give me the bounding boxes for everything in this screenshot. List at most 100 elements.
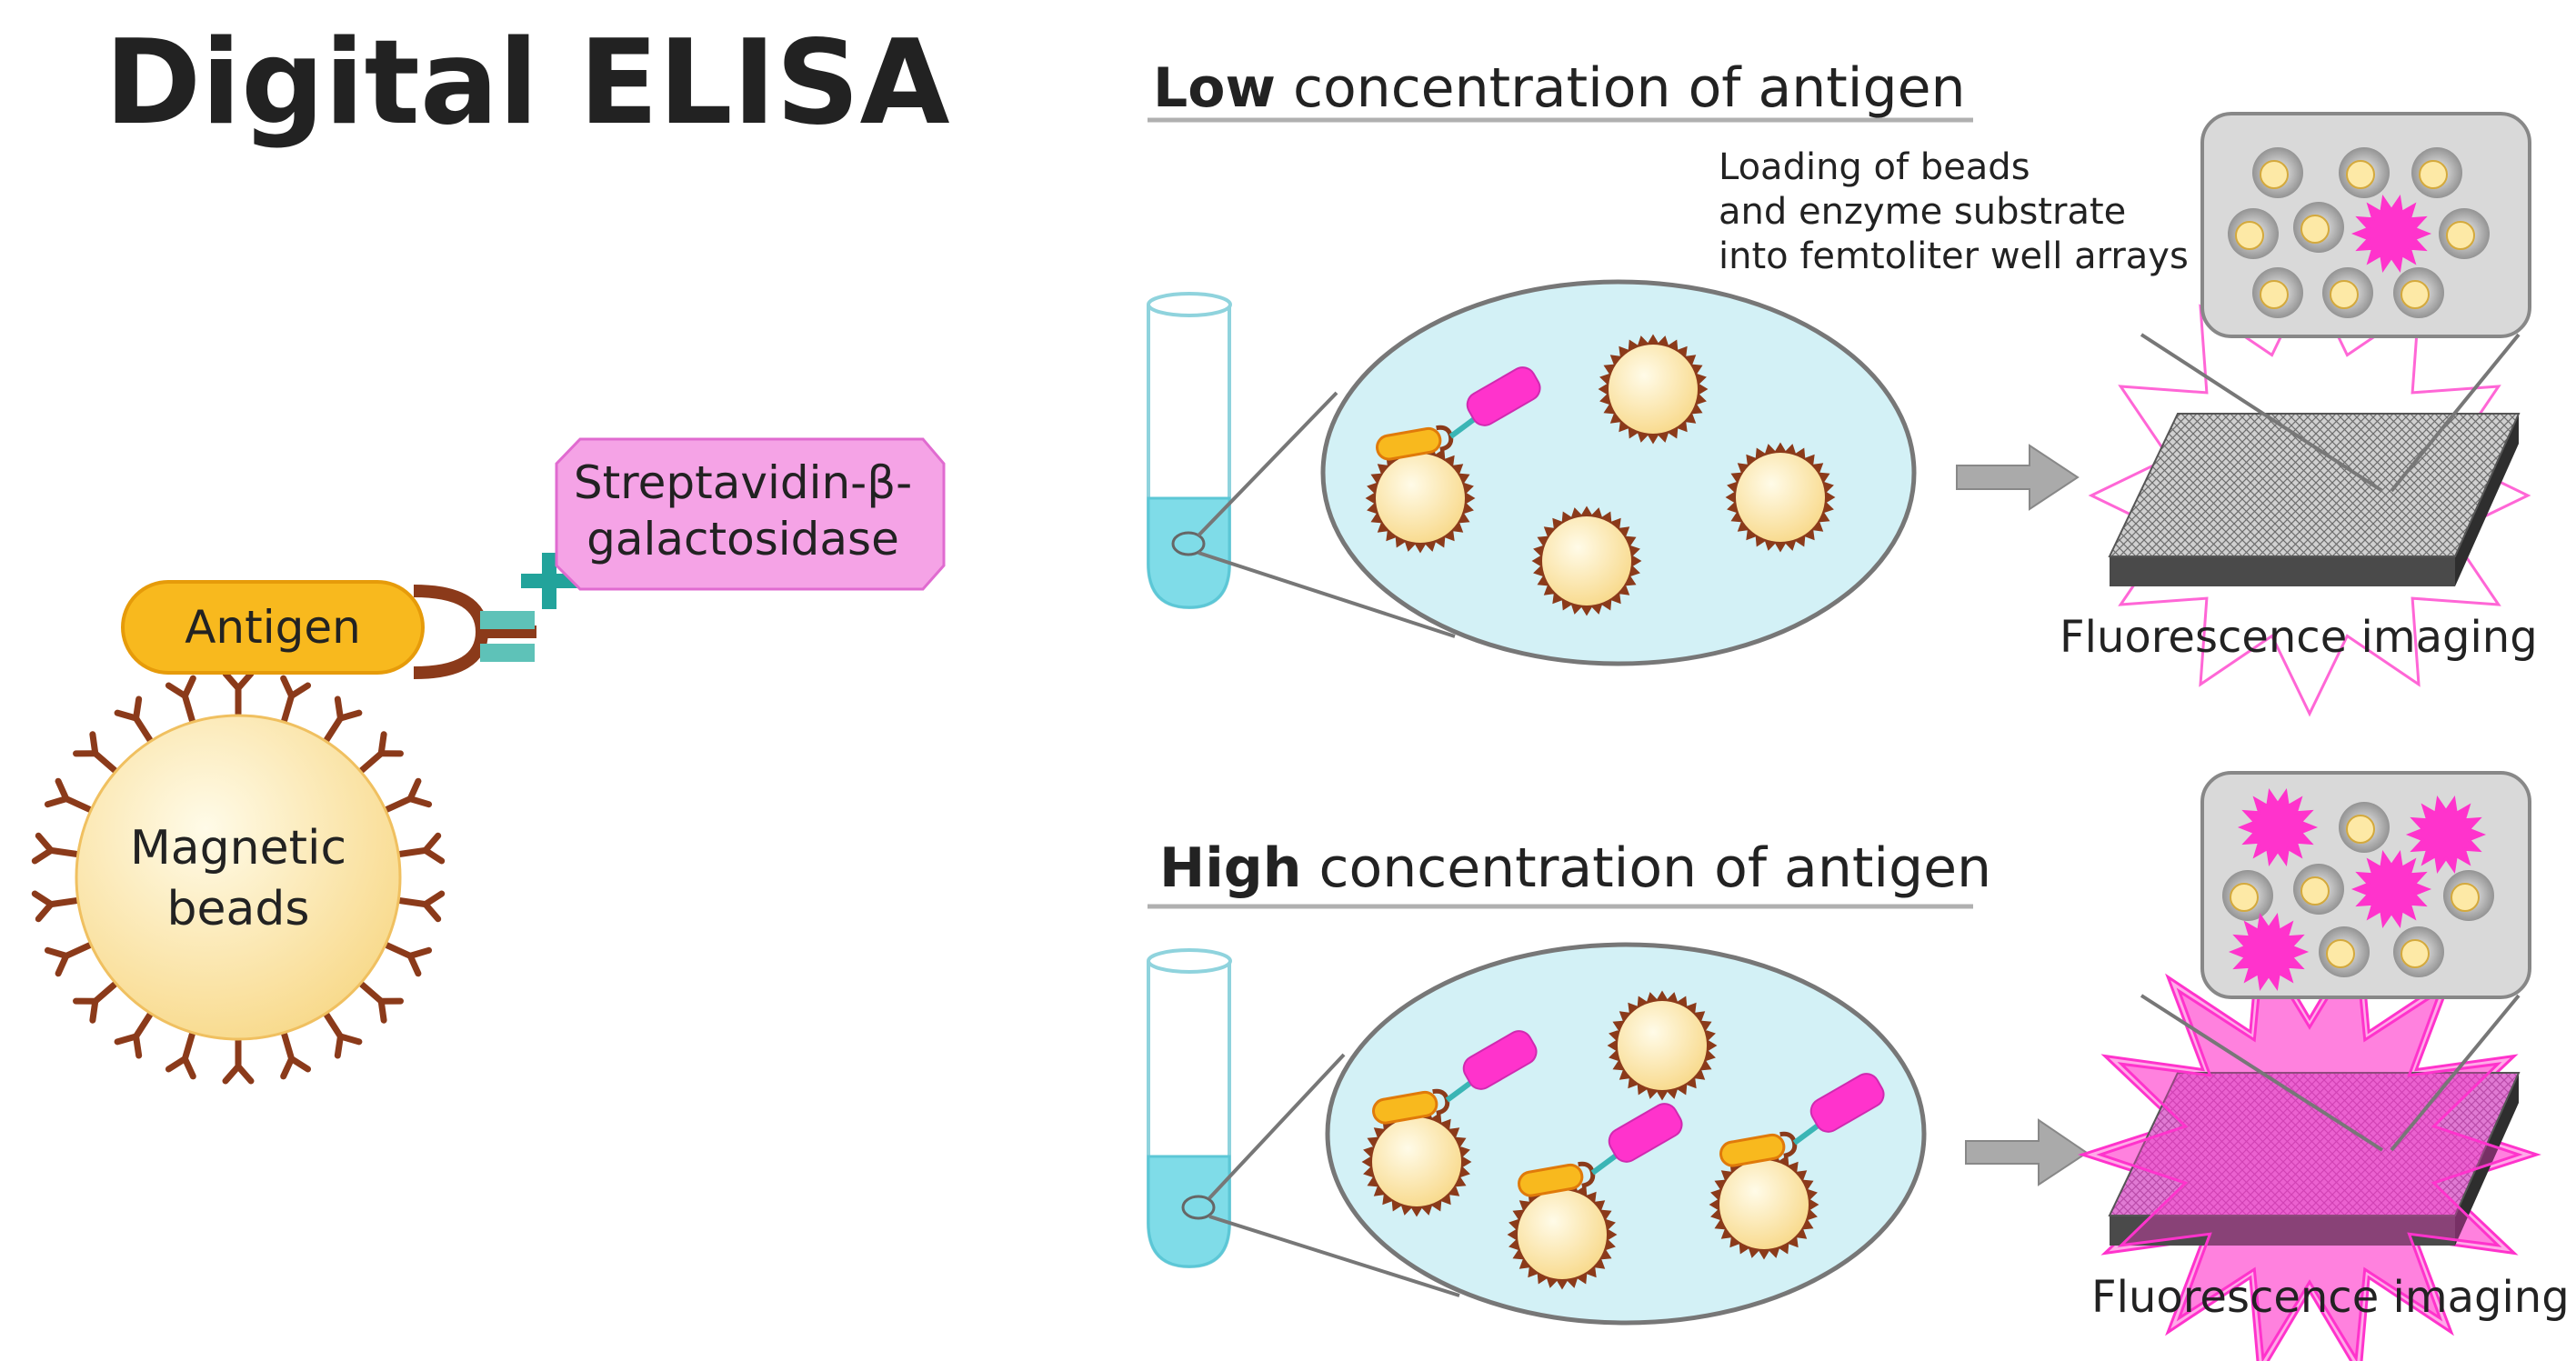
beads-high: [1361, 990, 1885, 1290]
well-icon: [2322, 267, 2373, 318]
test-tube-high: [1147, 948, 1232, 1269]
well-array-slide-low: [2088, 274, 2531, 717]
antibody-icon: [396, 832, 446, 865]
well-icon: [2293, 864, 2344, 915]
antigen-label: Antigen: [185, 601, 361, 654]
binding-bar-top: [480, 611, 535, 629]
high-heading-bold: High: [1159, 836, 1301, 900]
antibody-icon: [73, 731, 118, 774]
antibody-icon: [44, 777, 93, 813]
imaging-label-high: Fluorescence imaging: [2091, 1272, 2570, 1323]
streptavidin-galactosidase-octagon: [555, 437, 946, 591]
fluorescence-burst-icon: [2405, 796, 2487, 874]
high-concentration-section: High concentration of antigen Fluorescen…: [1147, 771, 2570, 1361]
well-icon: [2293, 202, 2344, 253]
antibody-icon: [222, 1037, 255, 1085]
fluorescence-burst-icon: [2237, 788, 2319, 866]
bead-conjugate-illustration: Magnetic beads Antigen Streptavidin-β- g…: [31, 437, 946, 1085]
antibody-icon: [44, 942, 93, 977]
arrow-low: [1956, 444, 2080, 511]
fluorescence-burst-icon: [2350, 850, 2432, 928]
antibody-icon: [73, 981, 118, 1024]
well-array-callout-high: [2140, 771, 2531, 1152]
well-icon: [2411, 147, 2462, 198]
slide-top: [2108, 1072, 2521, 1216]
antigen-capsule: [121, 580, 425, 675]
arrow-high: [1965, 1118, 2089, 1186]
antibody-ring: [31, 670, 446, 1085]
antibody-icon: [280, 675, 312, 724]
spiky-bead-icon: [1607, 990, 1718, 1101]
high-heading: High concentration of antigen: [1159, 836, 1991, 900]
spiky-bead-icon: [1709, 1149, 1819, 1260]
antibody-icon: [358, 731, 404, 774]
fluorescence-burst-icon: [2350, 195, 2432, 273]
low-heading-bold: Low: [1153, 56, 1276, 120]
magnetic-bead-label-line2: beads: [167, 882, 310, 936]
spiky-bead-icon: [1365, 443, 1476, 554]
wells-high: [2222, 788, 2494, 991]
bound-complex-icon: [1376, 366, 1541, 461]
antibody-icon: [358, 981, 404, 1024]
slide-side: [2455, 414, 2519, 586]
fluorescence-burst-icon: [2228, 913, 2310, 991]
well-array-slide-high: [2078, 928, 2541, 1361]
wells-low: [2228, 147, 2490, 318]
loading-text-line1: Loading of beads: [1719, 146, 2030, 188]
slide-front: [2110, 1216, 2455, 1246]
antibody-icon: [114, 696, 154, 744]
spiky-bead-icon: [1507, 1179, 1618, 1290]
slide-side: [2455, 1073, 2519, 1246]
beads-low: [1365, 334, 1836, 616]
antibody-icon: [222, 670, 255, 717]
well-icon: [2339, 147, 2390, 198]
well-array-callout-low: [2140, 112, 2531, 493]
well-icon: [2443, 870, 2494, 921]
high-heading-rest: concentration of antigen: [1301, 836, 1991, 900]
spiky-bead-icon: [1531, 505, 1642, 616]
bound-complex-icon: [1518, 1103, 1683, 1197]
magnetic-bead: [75, 714, 402, 1041]
well-icon: [2339, 802, 2390, 853]
antibody-icon: [165, 675, 196, 724]
low-heading-rest: concentration of antigen: [1276, 56, 1966, 120]
page-title: Digital ELISA: [105, 15, 950, 151]
antibody-icon: [114, 1011, 154, 1059]
well-icon: [2252, 267, 2303, 318]
spiky-bead-icon: [1361, 1106, 1472, 1217]
slide-front: [2110, 556, 2455, 586]
antibody-icon: [280, 1031, 312, 1080]
well-icon: [2393, 926, 2444, 977]
bound-complex-icon: [1372, 1030, 1538, 1125]
antibody-icon: [384, 942, 433, 977]
well-icon: [2393, 267, 2444, 318]
enzyme-label-line1: Streptavidin-β-: [574, 456, 912, 509]
solution-zoom-low: [1320, 279, 1917, 666]
plus-horizontal: [521, 574, 577, 588]
well-icon: [2439, 208, 2490, 259]
magnetic-bead-label-line1: Magnetic: [130, 821, 346, 876]
antibody-icon: [165, 1031, 196, 1080]
well-icon: [2252, 147, 2303, 198]
loading-text-line3: into femtoliter well arrays: [1719, 235, 2189, 277]
antibody-icon: [384, 777, 433, 813]
enzyme-label-line2: galactosidase: [586, 513, 899, 565]
test-tube-low: [1147, 292, 1232, 610]
fluorescence-burst-icon: [2096, 946, 2523, 1361]
antibody-icon: [396, 890, 446, 923]
antibody-icon: [31, 832, 80, 865]
well-icon: [2319, 926, 2370, 977]
binding-bar-bottom: [480, 644, 535, 662]
antibody-icon: [31, 890, 80, 923]
low-concentration-section: Low concentration of antigen Loading of …: [1147, 56, 2538, 717]
slide-top: [2108, 413, 2521, 557]
loading-text-line2: and enzyme substrate: [1719, 191, 2126, 233]
spiky-bead-icon: [1725, 442, 1836, 553]
well-icon: [2222, 870, 2273, 921]
imaging-label-low: Fluorescence imaging: [2060, 612, 2538, 663]
spiky-bead-icon: [1598, 334, 1709, 445]
antibody-icon: [323, 1011, 363, 1059]
antibody-icon: [323, 696, 363, 744]
bound-complex-icon: [1719, 1073, 1885, 1167]
